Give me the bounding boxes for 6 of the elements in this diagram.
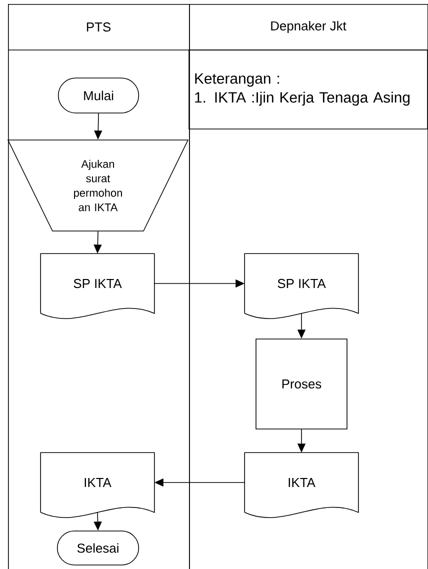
document-shape: SP IKTA <box>244 253 359 319</box>
document-shape: SP IKTA <box>40 253 155 319</box>
process-box: Proses <box>256 338 348 430</box>
document-shape: IKTA <box>244 452 359 518</box>
note-box: Keterangan : 1. IKTA :Ijin Kerja Tenaga Asing <box>188 50 428 130</box>
document-shape: IKTA <box>40 452 155 518</box>
